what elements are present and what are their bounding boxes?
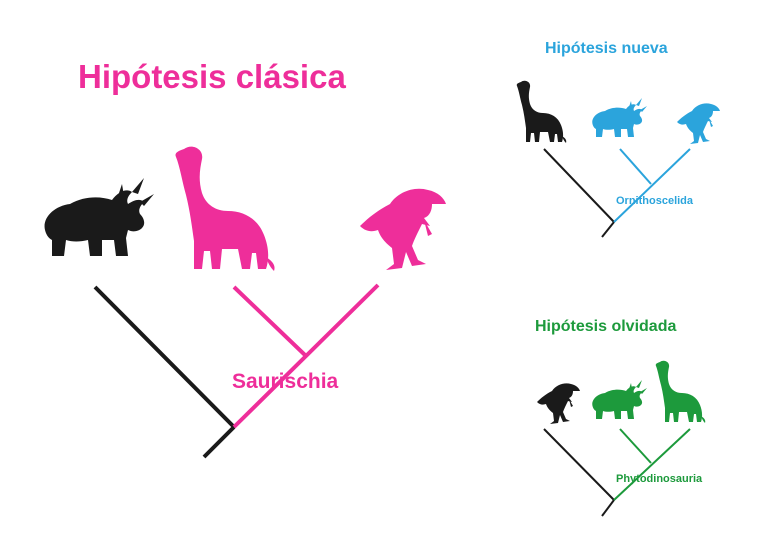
sauropod-icon — [655, 360, 706, 423]
theropod-icon — [537, 383, 580, 424]
triceratops-icon — [44, 178, 154, 256]
triceratops-icon — [592, 98, 647, 137]
saurischia-label: Saurischia — [232, 370, 339, 393]
phytodinosauria-label: Phytodinosauria — [616, 473, 703, 485]
classic-hypothesis-title: Hipótesis clásica — [78, 58, 346, 95]
triceratops-icon — [592, 380, 647, 419]
ornithoscelida-label: Ornithoscelida — [616, 195, 694, 207]
new-hypothesis-title: Hipótesis nueva — [545, 40, 668, 57]
theropod-icon — [677, 103, 720, 144]
classic-tree-lines — [93, 283, 380, 459]
sauropod-icon — [516, 80, 567, 143]
theropod-icon — [360, 188, 446, 270]
new-tree-lines — [543, 148, 691, 238]
sauropod-icon — [175, 146, 275, 271]
forgotten-hypothesis-title: Hipótesis olvidada — [535, 318, 677, 335]
forgotten-tree-lines — [543, 428, 691, 517]
